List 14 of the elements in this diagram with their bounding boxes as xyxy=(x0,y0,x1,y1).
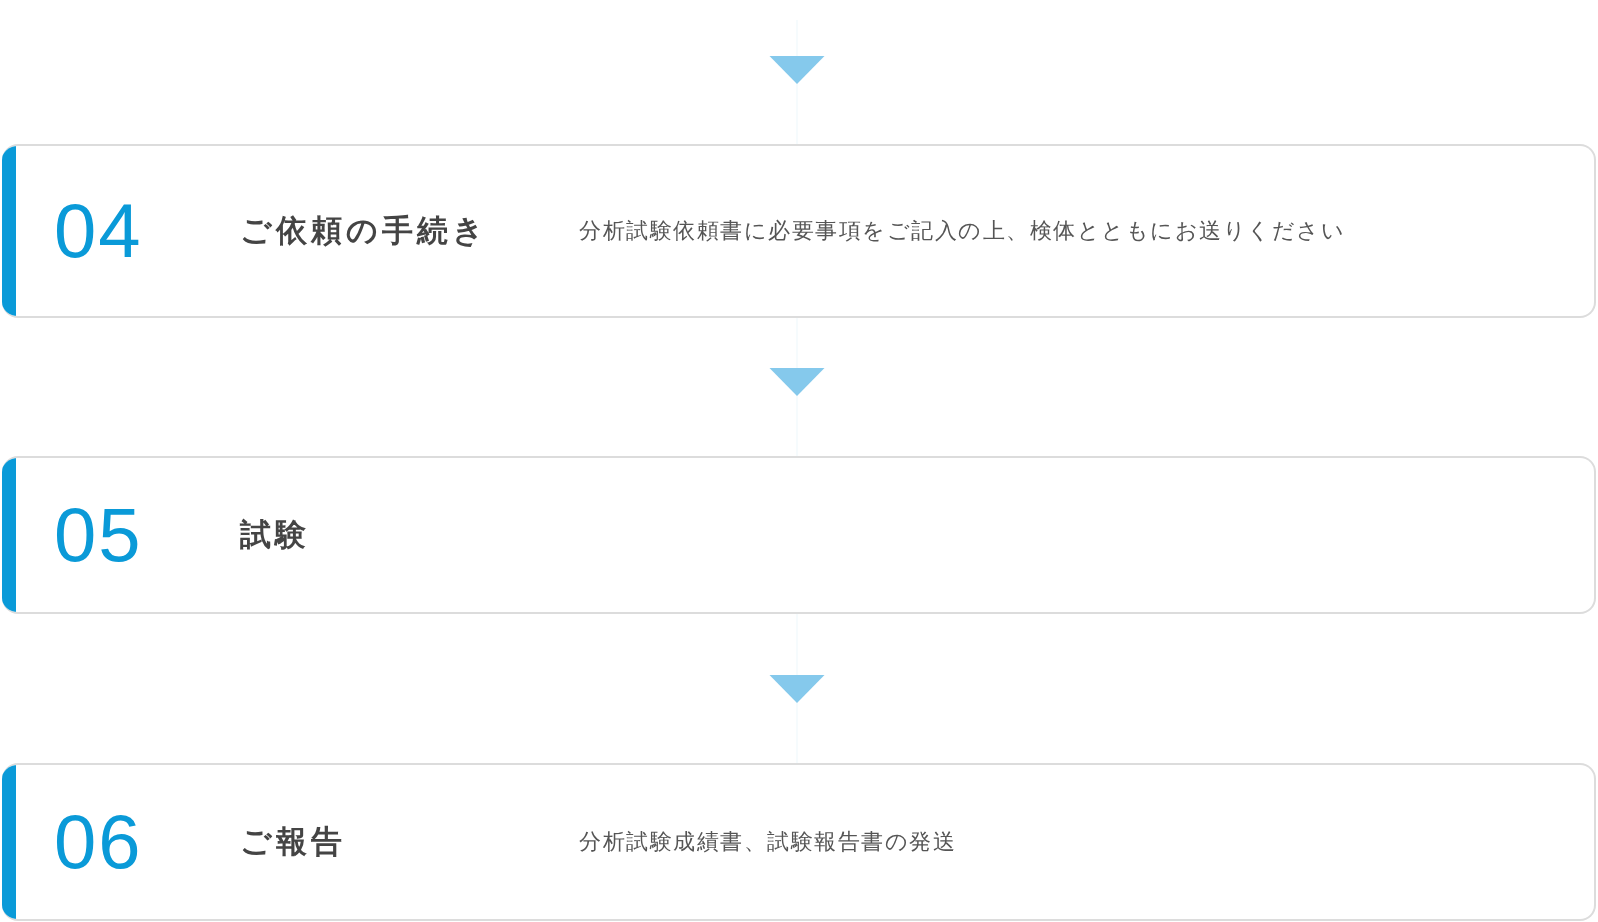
down-arrow xyxy=(769,19,825,145)
step-description: 分析試験依頼書に必要事項をご記入の上、検体とともにお送りください xyxy=(579,217,1345,245)
step-card xyxy=(2,144,1596,318)
step-title: ご報告 xyxy=(240,822,346,861)
down-arrow xyxy=(769,317,825,457)
step-description: 分析試験成績書、試験報告書の発送 xyxy=(579,828,956,856)
step-card xyxy=(2,763,1596,921)
step-number: 04 xyxy=(54,193,143,269)
step-number: 06 xyxy=(54,804,143,880)
step-number: 05 xyxy=(54,497,143,573)
down-arrow xyxy=(769,613,825,764)
step-title: ご依頼の手続き xyxy=(240,211,488,250)
step-title: 試験 xyxy=(240,515,310,554)
step-card xyxy=(2,456,1596,614)
